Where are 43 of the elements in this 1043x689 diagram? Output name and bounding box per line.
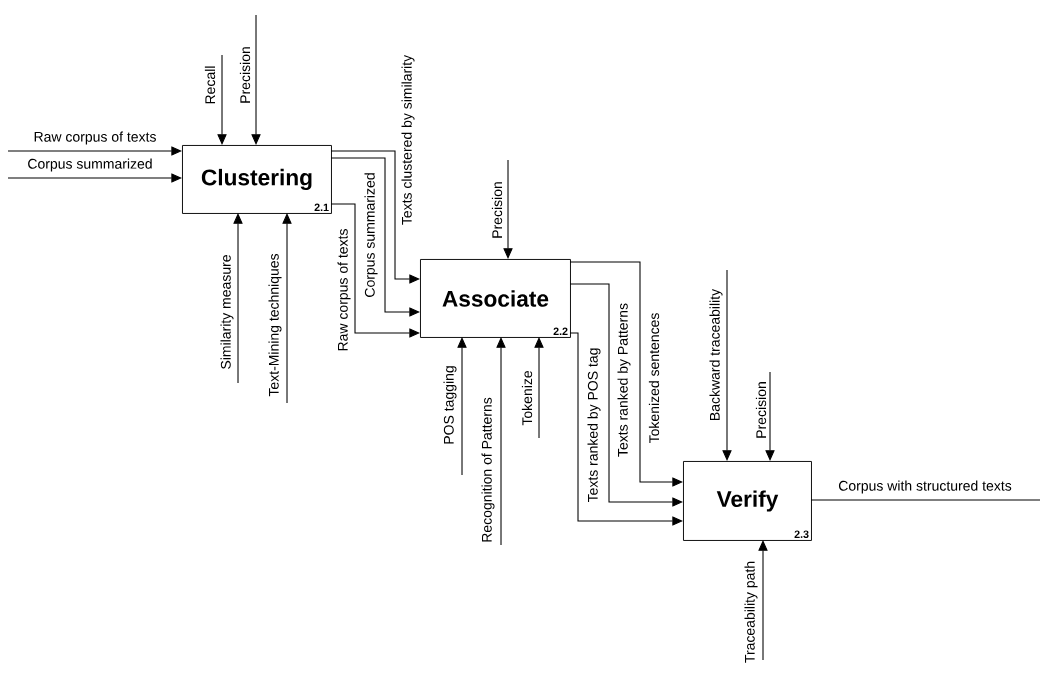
edge-label: Precision — [239, 47, 251, 103]
arrow — [503, 159, 513, 259]
arrow — [765, 371, 775, 461]
edge-label: Tokenize — [521, 371, 533, 426]
process-box: Associate 2.2 — [420, 259, 571, 338]
edge-label: Texts ranked by Patterns — [617, 303, 631, 457]
arrow — [330, 203, 420, 338]
arrow — [330, 157, 420, 317]
arrow — [330, 150, 420, 284]
arrow — [569, 261, 683, 487]
arrow — [217, 54, 227, 145]
edge-label: Similarity measure — [220, 255, 234, 369]
edge-label: Precision — [755, 382, 767, 438]
arrow — [722, 269, 732, 461]
arrow — [233, 213, 243, 384]
edge-label: Recall — [204, 66, 216, 104]
process-box: Verify 2.3 — [683, 461, 812, 541]
edge-label: Recognition of Patterns — [481, 397, 495, 542]
edge-label: Text-Mining techniques — [268, 253, 282, 397]
edge-label: Raw corpus of texts — [337, 229, 351, 351]
edge-label: Corpus with structured texts — [838, 480, 1012, 494]
arrow — [7, 146, 182, 156]
arrow — [758, 540, 768, 661]
edge-label: Tokenized sentences — [648, 313, 660, 444]
edge-label: Corpus summarized — [364, 173, 378, 297]
arrow — [457, 337, 467, 476]
arrow — [534, 337, 544, 439]
arrow — [569, 283, 683, 507]
process-box: Clustering 2.1 — [182, 145, 332, 214]
arrow — [251, 14, 261, 145]
line — [810, 499, 1041, 501]
arrow — [7, 173, 182, 183]
arrow — [569, 332, 683, 526]
edge-label: Precision — [491, 182, 503, 238]
arrow — [496, 337, 506, 546]
edge-label: Backward traceability — [709, 288, 723, 420]
edge-label: Texts clustered by similarity — [401, 54, 415, 225]
edge-label: Traceability path — [744, 561, 758, 663]
edge-label: POS tagging — [443, 366, 457, 444]
edge-label: Texts ranked by POS tag — [587, 348, 601, 503]
edge-label: Corpus summarized — [28, 158, 152, 172]
arrow — [282, 213, 292, 404]
edge-label: Raw corpus of texts — [34, 131, 156, 145]
